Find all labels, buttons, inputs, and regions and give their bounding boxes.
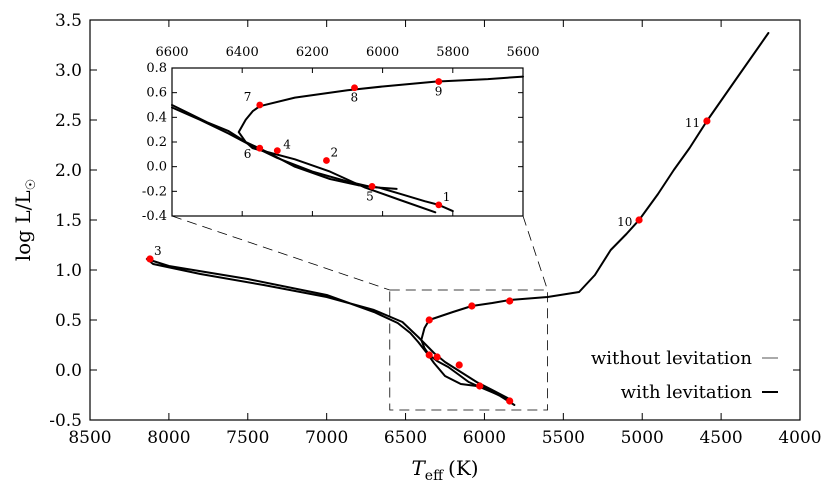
inset-marker-label-7: 7	[244, 90, 252, 104]
inset-plot-background	[172, 68, 523, 216]
x-tick-label: 6500	[384, 428, 427, 448]
inset-marker-point-4	[273, 147, 281, 155]
inset-y-tick-label: -0.4	[142, 209, 167, 224]
inset-y-tick-label: 0.4	[146, 110, 167, 125]
y-axis-title: log L/L☉	[11, 179, 39, 262]
y-tick-label: 0.0	[55, 361, 82, 381]
inset-marker-point-8	[351, 84, 358, 92]
inset-series-line-1	[237, 75, 524, 214]
inset-x-ticks: 6600 6400 6200 6000 5800 5600	[155, 45, 540, 216]
y-tick-label: 0.5	[55, 311, 82, 331]
inset-y-tick-label: 0.0	[146, 160, 167, 175]
inset-y-ticks: -0.4 -0.2 0.0 0.2 0.4 0.6 0.8	[142, 61, 523, 224]
marker-point-11	[703, 117, 711, 125]
x-tick-label: 5500	[542, 428, 585, 448]
inset-x-tick-label: 5600	[506, 45, 539, 60]
inset-marker-label-1: 1	[443, 190, 451, 204]
x-tick-label: 4500	[699, 428, 742, 448]
marker-point-2	[455, 361, 463, 369]
inset-x-tick-label: 6400	[226, 45, 259, 60]
marker-point-5	[476, 382, 484, 390]
inset-y-tick-label: 0.2	[146, 135, 167, 150]
x-tick-label: 6000	[463, 428, 506, 448]
y-tick-label: 3.0	[55, 61, 82, 81]
inset-series-line-3	[171, 106, 454, 213]
main-plot: 8500 8000 7500 7000 6500 6000 5500 5000 4500 4000…	[49, 11, 821, 448]
main-x-ticks: 8500 8000 7500 7000 6500 6000 5500 5000 4500 4000	[68, 20, 822, 448]
inset-x-tick-label: 5800	[436, 45, 469, 60]
marker-point-8	[468, 302, 476, 310]
marker-point-6	[425, 351, 433, 359]
zoom-connector-left	[171, 215, 390, 291]
inset-markers: 1 2 4 5 6 7 8 9	[244, 78, 451, 209]
x-axis-symbol: T	[411, 456, 426, 480]
inset-marker-label-2: 2	[330, 146, 338, 160]
inset-y-tick-label: 0.6	[146, 86, 167, 101]
x-tick-label: 8500	[68, 428, 111, 448]
marker-point-1	[506, 397, 514, 405]
inset-x-tick-label: 6000	[366, 45, 399, 60]
inset-x-tick-label: 6600	[155, 45, 188, 60]
inset-marker-point-7	[256, 101, 264, 109]
legend: without levitation with levitation	[591, 348, 778, 403]
y-axis-sun-symbol: ☉	[24, 179, 39, 191]
legend-label-without-levitation: without levitation	[591, 348, 753, 369]
inset-marker-point-1	[435, 201, 443, 209]
main-series-line-1	[420, 32, 770, 404]
x-tick-label: 7500	[226, 428, 269, 448]
legend-label-with-levitation: with levitation	[621, 382, 753, 403]
inset-x-tick-label: 6200	[296, 45, 329, 60]
inset-marker-label-6: 6	[244, 147, 252, 161]
inset-marker-point-6	[256, 144, 264, 152]
inset-marker-label-4: 4	[283, 138, 291, 152]
main-series-line-2	[145, 258, 516, 406]
inset-y-tick-label: -0.2	[142, 184, 167, 199]
inset-series	[171, 75, 524, 214]
inset-marker-label-8: 8	[351, 91, 359, 105]
x-tick-label: 7000	[305, 428, 348, 448]
main-y-ticks: -0.5 0.0 0.5 1.0 1.5 2.0 2.5 3.0 3.5	[49, 11, 800, 431]
x-tick-label: 8000	[147, 428, 190, 448]
y-tick-label: -0.5	[49, 411, 82, 431]
main-markers: 3 10 11	[146, 116, 711, 405]
inset-y-tick-label: 0.8	[146, 61, 167, 76]
marker-point-7	[425, 316, 433, 324]
marker-point-4	[433, 353, 441, 361]
inset-marker-label-9: 9	[435, 85, 443, 99]
marker-point-10	[635, 216, 643, 224]
x-axis-subscript: eff	[425, 468, 444, 484]
x-tick-label: 4000	[778, 428, 821, 448]
inset-marker-point-2	[323, 157, 330, 164]
marker-point-9	[506, 297, 514, 305]
y-tick-label: 1.0	[55, 261, 82, 281]
inset-marker-label-5: 5	[366, 189, 374, 203]
y-tick-label: 2.0	[55, 161, 82, 181]
axis-titles: Teff(K) log L/L☉	[11, 179, 479, 484]
marker-label-3: 3	[154, 244, 162, 258]
zoom-box-rect	[389, 289, 548, 411]
y-tick-label: 3.5	[55, 11, 82, 31]
marker-point-3	[146, 255, 154, 263]
marker-label-11: 11	[685, 116, 700, 130]
x-tick-label: 5000	[621, 428, 664, 448]
y-tick-label: 2.5	[55, 111, 82, 131]
x-axis-unit: (K)	[448, 456, 479, 480]
zoom-connector-right	[522, 215, 548, 291]
x-axis-title: Teff(K)	[411, 456, 478, 484]
y-tick-label: 1.5	[55, 211, 82, 231]
inset-marker-point-5	[368, 183, 376, 190]
zoom-box	[171, 215, 548, 411]
marker-label-10: 10	[617, 215, 632, 229]
inset-marker-point-9	[435, 78, 443, 85]
y-axis-main: log L/L	[11, 190, 35, 261]
